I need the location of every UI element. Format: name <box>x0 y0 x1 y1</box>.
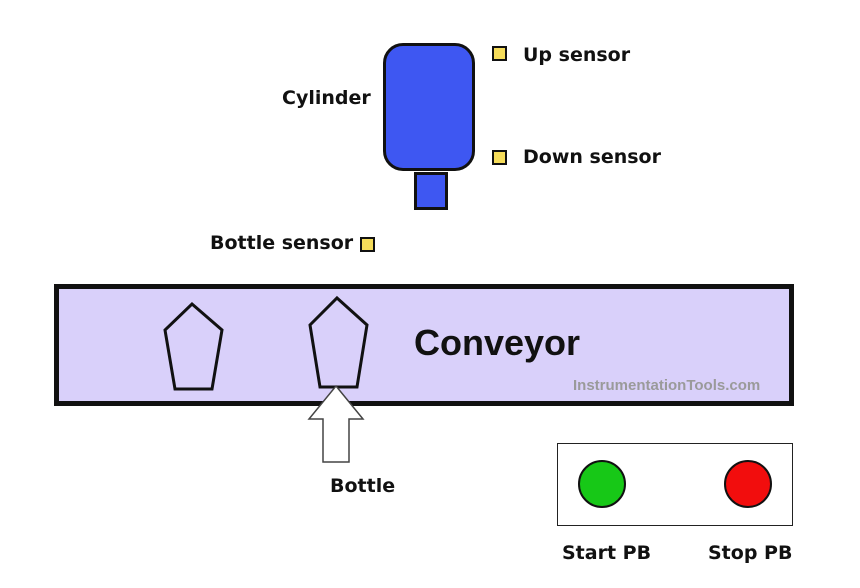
conveyor-label: Conveyor <box>414 322 581 363</box>
down-sensor-icon <box>492 150 507 165</box>
start-push-button[interactable] <box>578 460 626 508</box>
cylinder-rod <box>414 172 448 210</box>
down-sensor-label: Down sensor <box>523 146 661 168</box>
cylinder-label: Cylinder <box>282 87 371 109</box>
conveyor <box>54 284 794 406</box>
bottle-sensor-icon <box>360 237 375 252</box>
bottle-pentagon-icon <box>308 295 369 389</box>
bottle-sensor-label: Bottle sensor <box>210 232 354 254</box>
push-button-panel <box>557 443 793 526</box>
bottle-pentagon-icon <box>163 301 224 391</box>
up-arrow-icon <box>307 384 365 463</box>
bottle-label: Bottle <box>330 475 396 497</box>
start-pb-label: Start PB <box>562 542 652 564</box>
watermark: InstrumentationTools.com <box>573 377 761 394</box>
up-sensor-label: Up sensor <box>523 44 631 66</box>
stop-pb-label: Stop PB <box>708 542 793 564</box>
up-sensor-icon <box>492 46 507 61</box>
stop-push-button[interactable] <box>724 460 772 508</box>
cylinder-body <box>383 43 475 171</box>
